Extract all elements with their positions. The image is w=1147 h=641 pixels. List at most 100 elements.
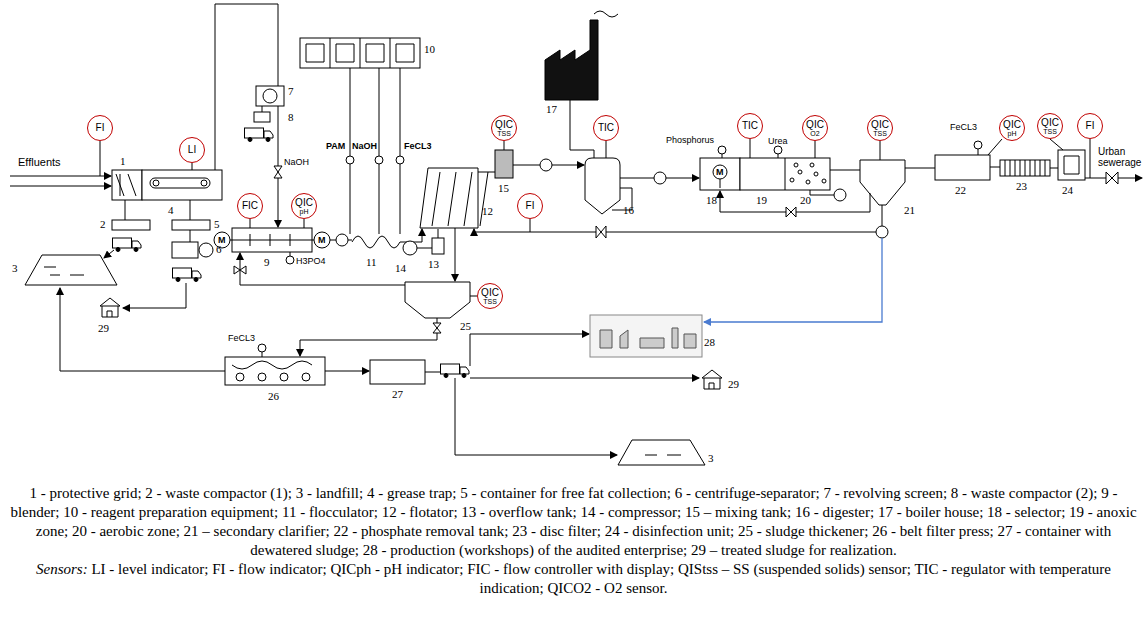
sensor-circle: QICTSS: [867, 115, 893, 141]
sensor-leaders: [100, 141, 192, 176]
sensor-circle: FI: [87, 115, 113, 141]
sensor-code: QIC: [806, 120, 824, 130]
callout-number: 24: [1062, 184, 1073, 196]
reagent-label: NaOH: [284, 157, 309, 167]
callout-number: 29: [98, 322, 109, 334]
sensor-variable: TSS: [483, 298, 497, 305]
sensor-circle: FI: [517, 193, 543, 219]
callout-number: 20: [800, 194, 811, 206]
callout-number: 21: [904, 204, 915, 216]
callout-number: 11: [366, 256, 377, 268]
stream-label: Urban sewerage: [1098, 146, 1144, 168]
sensor-circle: QICO2: [802, 115, 828, 141]
excess-sludge-pipe: [704, 238, 882, 322]
sensor-variable: O2: [810, 130, 819, 137]
callout-number: 18: [706, 194, 717, 206]
sensor-code: QIC: [295, 198, 313, 208]
belt-filter-press: [60, 288, 325, 385]
sensor-circle: QICpH: [999, 115, 1025, 141]
reagent-label: NaOH: [352, 141, 377, 151]
sensor-code: FI: [1086, 121, 1095, 131]
secondary-clarifier: [720, 141, 905, 238]
sensor-circle: FI: [1077, 113, 1103, 139]
flotator: [420, 168, 488, 228]
callout-number: 4: [168, 204, 174, 216]
sensor-code: QIC: [1041, 118, 1059, 128]
sensor-circle: QICTSS: [491, 115, 517, 141]
sensor-code: TIC: [598, 123, 614, 133]
sensor-key-row: Sensors: LI - level indicator; FI - flow…: [8, 560, 1139, 598]
callout-number: 10: [424, 43, 435, 55]
sensor-circle: TIC: [737, 113, 763, 139]
callout-number: 12: [482, 205, 493, 217]
mixing-tank: [478, 141, 584, 178]
landfill: [618, 440, 705, 465]
sensor-circle: TIC: [593, 115, 619, 141]
sensor-variable: TSS: [497, 130, 511, 137]
figure-caption: 1 - protective grid; 2 - waste compactor…: [8, 484, 1139, 560]
motor-label: M: [716, 167, 724, 177]
sludge-thickener: [300, 282, 477, 356]
callout-number: 3: [708, 452, 714, 464]
inlet-pipes: [10, 176, 111, 186]
callout-number: 6: [216, 243, 222, 255]
callout-number: 2: [100, 218, 106, 230]
callout-number: 13: [428, 258, 439, 270]
landfill: [25, 255, 117, 285]
callout-number: 28: [704, 336, 715, 348]
sensor-key: LI - level indicator; FI - flow indicato…: [91, 561, 1111, 596]
house-symbol: [100, 298, 120, 317]
callout-number: 7: [288, 85, 294, 97]
sensor-code: LI: [188, 145, 196, 155]
sensor-circle: QICTSS: [1037, 113, 1063, 139]
motor-label: M: [318, 235, 326, 245]
protective-grid: [112, 170, 142, 200]
sensor-code: QIC: [871, 120, 889, 130]
sensor-variable: pH: [1008, 130, 1017, 137]
sensor-code: TIC: [742, 121, 758, 131]
reagent-label: FeCL3: [950, 122, 977, 132]
legend-heading: Sensors:: [36, 561, 88, 577]
callout-number: 19: [756, 194, 767, 206]
biological-treatment: [620, 139, 846, 201]
callout-number: 17: [546, 103, 557, 115]
production-workshops: [590, 315, 702, 357]
sensor-code: FI: [526, 201, 535, 211]
sensor-variable: TSS: [873, 130, 887, 137]
reagent-label: FeCL3: [228, 333, 255, 343]
sensor-code: FI: [96, 123, 105, 133]
callout-number: 26: [268, 390, 279, 402]
reagent-label: FeCL3: [404, 141, 432, 151]
callout-number: 3: [12, 262, 18, 274]
fat-container-and-centrifuge: [123, 200, 213, 308]
house-symbol: [702, 370, 722, 389]
boiler-house: [545, 11, 618, 158]
callout-number: 22: [955, 184, 966, 196]
waste-compactor-2: [245, 106, 274, 142]
float-sludge-pipe: [455, 228, 456, 281]
callout-number: 1: [120, 155, 126, 167]
callout-number: 9: [264, 256, 270, 268]
callout-number: 15: [498, 182, 509, 194]
caption-block: 1 - protective grid; 2 - waste compactor…: [8, 484, 1139, 598]
callout-number: 27: [392, 388, 403, 400]
sensor-circle: FIC: [237, 193, 263, 219]
callout-number: 23: [1016, 180, 1027, 192]
sensor-circle: LI: [179, 137, 205, 163]
sensor-variable: pH: [300, 208, 309, 215]
sensor-code: QIC: [481, 288, 499, 298]
sludge-return-pipe: [234, 253, 405, 285]
callout-number: 29: [728, 378, 739, 390]
callout-number: 8: [288, 111, 294, 123]
sensor-variable: TSS: [1043, 128, 1057, 135]
sensor-circle: QICTSS: [477, 283, 503, 309]
sensor-code: FIC: [242, 201, 258, 211]
reagent-label: PAM: [326, 141, 345, 151]
sensor-circle: QICpH: [291, 193, 317, 219]
waste-compactor-1: [104, 200, 150, 258]
callout-number: 25: [460, 320, 471, 332]
grease-trap: [142, 170, 222, 200]
callout-number: 16: [623, 204, 634, 216]
sensor-code: QIC: [495, 120, 513, 130]
